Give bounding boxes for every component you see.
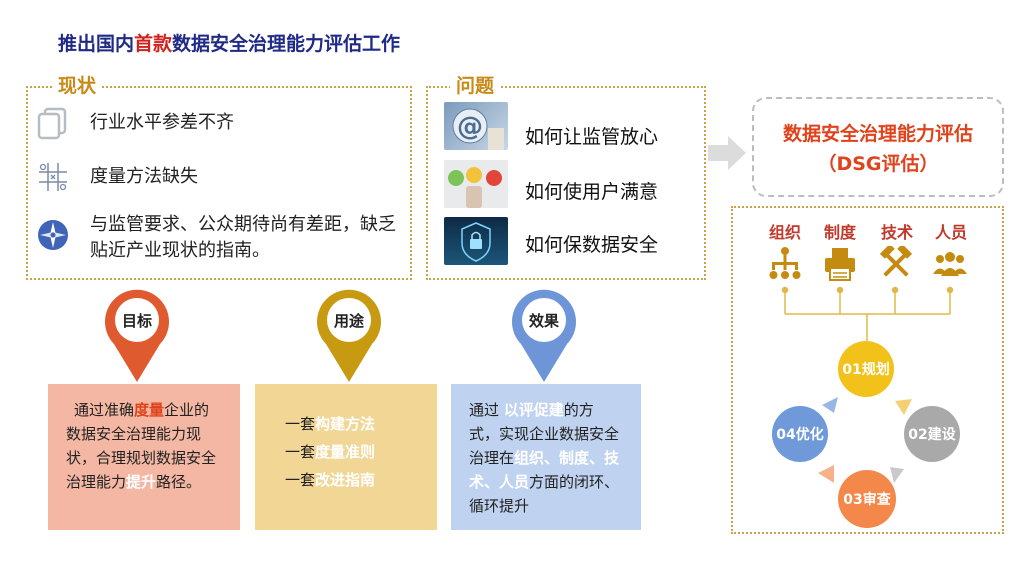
effect-pin [512,289,576,382]
category-label: 组织 [768,223,801,242]
copy-icon [37,107,67,140]
svg-text:@: @ [457,112,483,142]
emoji-faces-icon [444,160,508,208]
status-item-text: 行业水平参差不齐 [90,112,234,133]
cycle-step-plan: 01规划 [838,341,894,397]
right-arrow-icon [708,136,746,170]
problem-item-text: 如何使用户满意 [525,181,659,203]
usage-pin-label: 用途 [333,312,364,330]
category-label: 人员 [934,223,967,242]
problem-item-text: 如何保数据安全 [525,234,659,256]
page-title: 推出国内首款数据安全治理能力评估工作 [58,33,401,55]
usage-card: 一套构建方法 一套度量准则 一套改进指南 [255,384,437,530]
tictactoe-icon [39,163,67,191]
lock-shield-icon [444,217,508,265]
status-item-3: 与监管要求、公众期待尚有差距，缺乏贴近产业现状的指南。 [36,212,406,268]
dsg-title-box: 数据安全治理能力评估 （DSG评估） [752,97,1004,197]
printer-icon [825,248,855,281]
goal-card: 通过准确度量企业的数据安全治理能力现状，合理规划数据安全治理能力提升路径。 [48,384,240,530]
hammers-icon [879,246,913,277]
usage-item: 一套构建方法 [285,415,376,433]
cycle-step-review: 03审查 [838,470,896,528]
dsg-title: 数据安全治理能力评估 [782,123,973,145]
usage-pin [317,289,381,382]
status-item-text: 与监管要求、公众期待尚有差距，缺乏贴近产业现状的指南。 [90,214,396,261]
problem-item-text: 如何让监管放心 [525,126,659,148]
status-panel [26,86,412,280]
usage-item: 一套改进指南 [285,471,376,489]
cycle-step-optimize: 04优化 [772,406,828,462]
category-label: 技术 [880,223,913,242]
effect-pin-label: 效果 [528,312,559,330]
compass-icon [38,220,68,250]
status-item-2: 度量方法缺失 [36,160,406,196]
at-sign-icon: @ [444,102,508,150]
dsg-framework-panel [731,206,1004,534]
effect-card: 通过 以评促建的方式，实现企业数据安全治理在组织、制度、技术、人员方面的闭环、循… [451,384,641,530]
goal-pin [105,289,169,382]
problems-panel [426,86,706,280]
problems-label: 问题 [450,71,501,98]
goal-pin-label: 目标 [121,312,152,330]
usage-item: 一套度量准则 [285,443,376,461]
dsg-subtitle: （DSG评估） [817,153,939,175]
cycle-step-build: 02建设 [904,406,960,462]
status-label: 现状 [52,71,103,98]
status-item-text: 度量方法缺失 [90,166,198,187]
people-icon [933,252,967,276]
cycle-arrows [818,397,912,483]
category-label: 制度 [823,223,856,242]
category-connector-lines [781,286,954,342]
org-chart-icon [769,247,801,279]
status-item-1: 行业水平参差不齐 [36,104,406,140]
